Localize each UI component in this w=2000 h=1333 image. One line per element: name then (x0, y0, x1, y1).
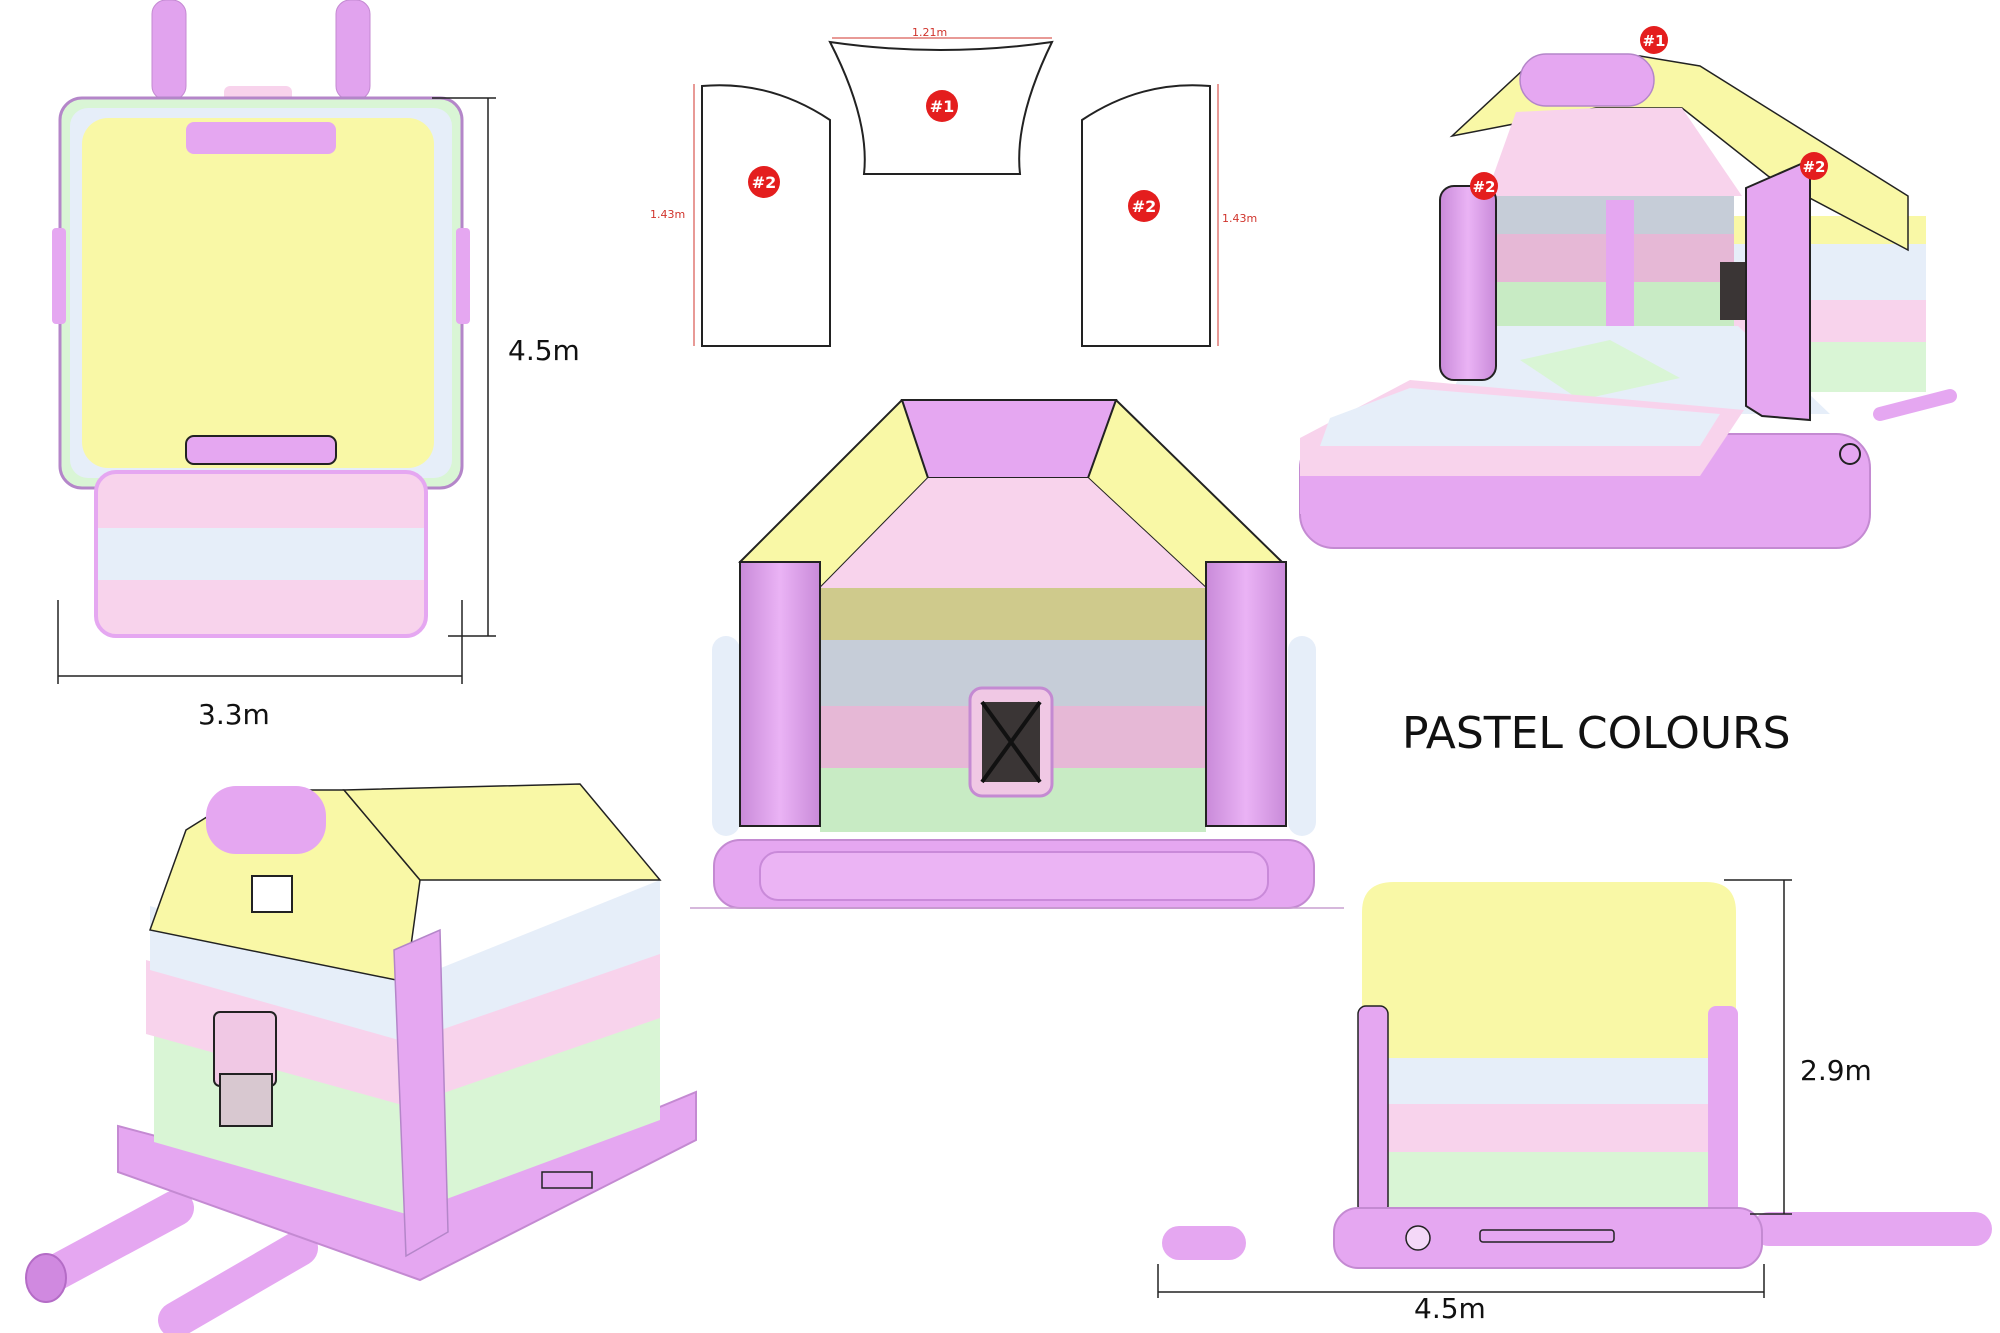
persp-marker-right-text: #2 (1802, 158, 1825, 176)
persp-pillar-right (1745, 158, 1811, 422)
front-gable (820, 478, 1206, 588)
side-vent (1479, 1229, 1615, 1243)
persp-marker-left-text: #2 (1472, 178, 1495, 196)
persp-marker-left (1470, 172, 1498, 200)
persp-window (1720, 262, 1748, 320)
blower-tube-left (151, 0, 187, 101)
back-wall-yellow (820, 588, 1206, 640)
rear-ridge (206, 786, 326, 854)
persp-pillar-left (1439, 185, 1497, 381)
front-pillar-left (739, 561, 821, 827)
roof-ridge-bottom (185, 435, 337, 465)
front-roof-ridge (900, 399, 1118, 479)
perspective-view: #1 #2 #2 (1299, 26, 1957, 549)
rear-roof-side (342, 783, 662, 881)
side-panel-right-height: 1.43m (1222, 212, 1257, 225)
side-pad-left (52, 228, 66, 324)
rear-side-pink (406, 944, 660, 1106)
rear-door-opening (219, 1073, 273, 1127)
side-panel-left (701, 84, 831, 347)
persp-blower-tube (1873, 389, 1957, 421)
persp-back-pillar (1606, 200, 1634, 326)
rear-tube-right (158, 1230, 318, 1333)
rear-tube-left-end (25, 1253, 67, 1303)
roof-ridge-top (186, 122, 336, 154)
persp-ridge (1519, 53, 1655, 107)
front-pillar-right (1205, 561, 1287, 827)
roof-top-view (82, 118, 434, 468)
side-pillar-left (1357, 1005, 1389, 1215)
blower-tube-right (335, 0, 371, 101)
side-height-label: 2.9m (1800, 1054, 1872, 1087)
panel-patterns: 1.43m #2 1.21m #1 1.43m #2 (650, 26, 1257, 347)
side-blue-band (1384, 1054, 1712, 1108)
side-panel-left-marker (748, 166, 780, 198)
top-panel-marker-text: #1 (930, 97, 955, 116)
top-panel-width: 1.21m (912, 26, 947, 39)
top-panel-marker (926, 90, 958, 122)
rear-side-blue (406, 880, 660, 1042)
side-panel-left-height: 1.43m (650, 208, 685, 221)
side-bulge-right (1288, 636, 1316, 836)
side-bulge-left (712, 636, 740, 836)
rear-side-pad (541, 1171, 593, 1189)
rear-tube-left (28, 1190, 194, 1296)
side-panel-right-marker-text: #2 (1132, 197, 1157, 216)
front-step-stripe (98, 528, 424, 580)
side-green-band (1384, 1152, 1712, 1214)
window-cross-b (980, 700, 1042, 784)
persp-marker-top-text: #1 (1642, 32, 1665, 50)
side-length-label: 4.5m (1414, 1292, 1486, 1325)
rear-side-green (406, 1004, 660, 1214)
side-pillar-right (1708, 1006, 1738, 1214)
persp-blower-port (1839, 443, 1861, 465)
rear-corner-pillar (393, 928, 449, 1258)
side-view: 2.9m 4.5m (1157, 879, 1992, 1325)
persp-floor-green (1520, 340, 1680, 400)
rear-perspective-view (25, 783, 697, 1333)
persp-step-stripe (1320, 388, 1720, 446)
side-panel-right-marker (1128, 190, 1160, 222)
side-tube-right (1752, 1212, 1992, 1246)
side-tube-left (1162, 1226, 1246, 1260)
heading-pastel-colours: PASTEL COLOURS (1402, 708, 1791, 759)
front-view (690, 399, 1344, 909)
top-view: 4.5m 3.3m (52, 0, 580, 731)
persp-marker-top (1640, 26, 1668, 54)
persp-step-front (1300, 476, 1700, 514)
side-blower-port (1405, 1225, 1431, 1251)
rear-roof-window (251, 875, 293, 913)
persp-gable (1486, 108, 1742, 196)
front-step-cushion (759, 851, 1269, 901)
persp-marker-right (1800, 152, 1828, 180)
side-pad-right (456, 228, 470, 324)
side-pink-band (1384, 1104, 1712, 1156)
top-view-width-label: 3.3m (198, 698, 270, 731)
side-roof (1362, 882, 1736, 1058)
top-view-length-label: 4.5m (508, 334, 580, 367)
side-panel-left-marker-text: #2 (752, 173, 777, 192)
